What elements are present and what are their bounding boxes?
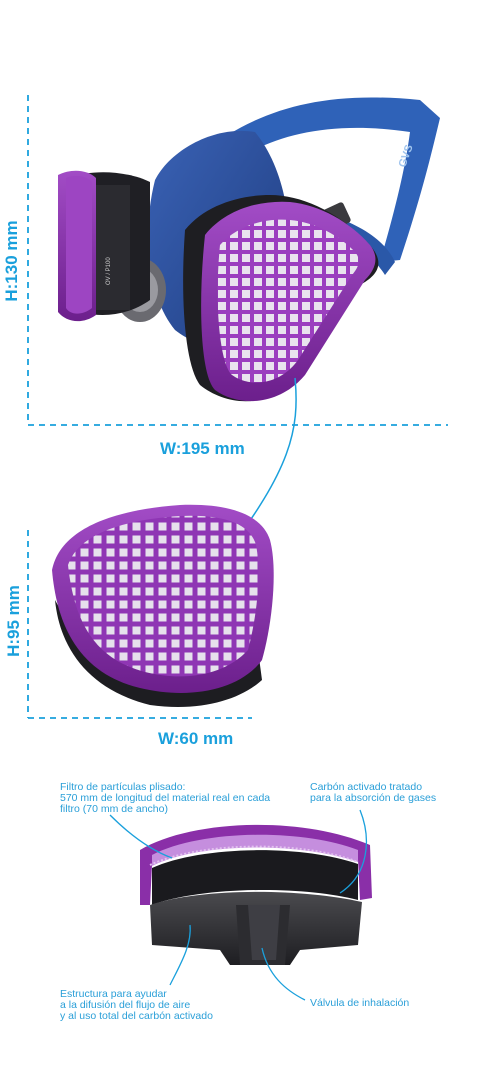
callout-activated-carbon: Carbón activado tratado para la absorció… [310,782,436,804]
filter-cartridge [52,504,274,708]
callout-text: 570 mm de longitud del material real en … [60,792,271,804]
callout-text: para la absorción de gases [310,792,437,804]
callout-inhalation-valve: Válvula de inhalación [310,998,409,1009]
filter-cross-section [140,824,372,965]
cartridge-code: OV / P100 [106,257,112,285]
callout-line-pleated [109,814,173,859]
callout-air-structure: Estructura para ayudar a la difusión del… [60,989,213,1022]
callout-text: a la difusión del flujo de aire [60,999,191,1011]
filter-height-label: H:95 mm [4,585,23,657]
respirator-mask: GVS OV / P100 [58,97,440,402]
callout-text: Válvula de inhalación [310,997,410,1009]
callout-text: Carbón activado tratado [310,781,423,793]
callout-text: filtro (70 mm de ancho) [60,803,168,815]
callout-line-valve [261,947,306,1001]
mask-width-label: W:195 mm [160,439,245,458]
callout-text: Estructura para ayudar [60,988,167,1000]
callout-line-carbon [339,809,368,894]
callout-line-structure [169,924,191,986]
callout-text: y al uso total del carbón activado [60,1010,213,1022]
filter-width-label: W:60 mm [158,729,234,748]
mask-height-label: H:130 mm [2,220,21,302]
callout-text: Filtro de partículas plisado: [60,781,186,793]
callout-pleated-filter: Filtro de partículas plisado: 570 mm de … [60,782,270,815]
